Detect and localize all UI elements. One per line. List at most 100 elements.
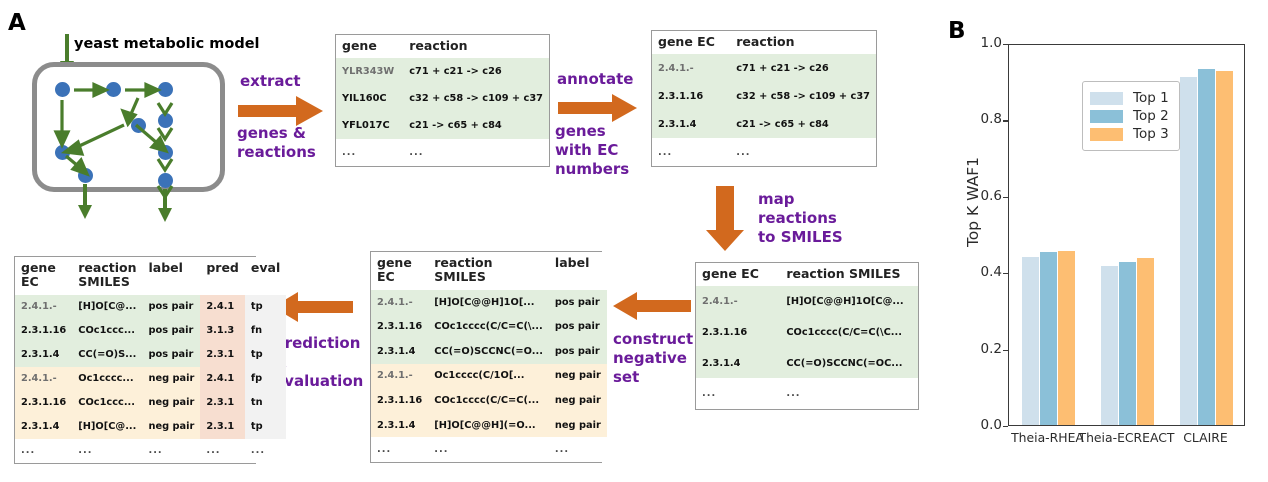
table-row: 2.4.1.- c71 + c21 -> c26 bbox=[652, 54, 876, 83]
legend-label: Top 2 bbox=[1133, 108, 1169, 124]
col-header-eval: eval bbox=[244, 257, 287, 295]
step-map-label: map reactions to SMILES bbox=[758, 190, 843, 248]
cell-label: neg pair bbox=[548, 363, 607, 389]
cell-eval: fn bbox=[244, 318, 287, 343]
step-map-3: to SMILES bbox=[758, 228, 843, 247]
cell-reaction: c71 + c21 -> c26 bbox=[403, 58, 549, 86]
step-prediction-2: & bbox=[274, 353, 363, 372]
table-row: 2.3.1.16 COc1cccc(C/C=C(\... pos pair bbox=[371, 314, 607, 339]
cell-reaction: c32 + c58 -> c109 + c37 bbox=[730, 82, 876, 111]
legend-label: Top 3 bbox=[1133, 126, 1169, 142]
cell-reaction: ... bbox=[730, 138, 876, 166]
step-annotate-below-3: numbers bbox=[555, 160, 630, 179]
table-row: 2.3.1.4 [H]O[C@@H](=O... neg pair bbox=[371, 412, 607, 438]
cell-label: neg pair bbox=[548, 412, 607, 438]
prediction-arrow bbox=[273, 292, 353, 322]
annotate-arrow bbox=[558, 94, 637, 122]
network-output-arrow-left bbox=[78, 184, 92, 219]
cell-pred: 2.4.1 bbox=[200, 294, 245, 319]
step-map-2: reactions bbox=[758, 209, 837, 228]
cell-eval: ... bbox=[244, 438, 287, 463]
table-ec-reaction: gene EC reaction 2.4.1.- c71 + c21 -> c2… bbox=[651, 30, 877, 167]
plot-area: Top 1 Top 2 Top 3 bbox=[1008, 44, 1245, 426]
cell-gene-ec: 2.3.1.4 bbox=[15, 414, 73, 439]
panel-b-letter: B bbox=[948, 18, 966, 44]
cell-pred: 2.3.1 bbox=[200, 390, 245, 415]
network-output-arrow-right bbox=[158, 189, 172, 222]
x-tick-label: Theia-ECREACT bbox=[1078, 430, 1175, 445]
cell-pred: 2.4.1 bbox=[200, 366, 245, 391]
cell-label: ... bbox=[548, 437, 607, 462]
step-annotate-below-2: with EC bbox=[555, 141, 619, 160]
step-extract-label-above: extract bbox=[240, 72, 301, 91]
cell-gene-ec: 2.4.1.- bbox=[15, 366, 73, 391]
step-construct-label: construct negative set bbox=[613, 330, 693, 388]
y-tick-mark bbox=[1003, 44, 1008, 46]
cell-reaction: ... bbox=[403, 139, 549, 166]
panel-a-letter: A bbox=[8, 10, 26, 36]
cell-reaction: c21 -> c65 + c84 bbox=[730, 110, 876, 139]
table-row: 2.4.1.- Oc1cccc(C/1O[... neg pair bbox=[371, 363, 607, 389]
table-row: 2.3.1.4 [H]O[C@... neg pair 2.3.1 tp bbox=[15, 414, 287, 439]
y-tick-mark bbox=[1003, 196, 1008, 199]
x-tick-label: CLAIRE bbox=[1183, 430, 1228, 445]
table-gene-reaction: gene reaction YLR343W c71 + c21 -> c26 Y… bbox=[335, 34, 550, 167]
step-extract-label-below: genes & reactions bbox=[237, 124, 316, 162]
cell-gene-ec: 2.4.1.- bbox=[696, 286, 781, 318]
cell-gene-ec: 2.3.1.16 bbox=[696, 317, 781, 348]
network-node bbox=[106, 82, 121, 97]
network-node bbox=[158, 113, 173, 128]
y-tick-label: 1.0 bbox=[980, 35, 1002, 51]
table-row: ... ... bbox=[336, 139, 549, 166]
y-tick-label: 0.4 bbox=[980, 264, 1002, 281]
col-header-gene: gene bbox=[336, 35, 404, 59]
cell-label: pos pair bbox=[548, 289, 607, 315]
table-row: ... ... bbox=[696, 378, 918, 409]
cell-gene-ec: 2.4.1.- bbox=[652, 54, 731, 83]
legend-item[interactable]: Top 1 bbox=[1090, 90, 1169, 106]
table-row: ... ... bbox=[652, 138, 876, 166]
cell-gene-ec: 2.3.1.16 bbox=[15, 390, 73, 415]
bar bbox=[1039, 252, 1058, 425]
col-header-gene-ec: gene EC bbox=[15, 257, 73, 295]
y-tick-label: 0.6 bbox=[980, 187, 1002, 204]
y-tick-label: 0.2 bbox=[980, 340, 1002, 357]
col-header-reaction-smiles: reaction SMILES bbox=[780, 263, 918, 287]
legend-item[interactable]: Top 2 bbox=[1090, 108, 1169, 124]
cell-smiles: COc1ccc... bbox=[72, 390, 143, 415]
legend-label: Top 1 bbox=[1133, 90, 1169, 106]
cell-gene-ec: ... bbox=[696, 378, 781, 409]
table-row: 2.3.1.16 c32 + c58 -> c109 + c37 bbox=[652, 82, 876, 111]
col-header-label: label bbox=[548, 252, 607, 290]
cell-gene-ec: 2.3.1.4 bbox=[696, 347, 781, 379]
col-header-reaction-smiles: reaction SMILES bbox=[72, 257, 143, 295]
cell-gene: ... bbox=[336, 139, 404, 166]
cell-gene-ec: ... bbox=[15, 438, 73, 463]
legend-swatch bbox=[1090, 109, 1123, 123]
cell-smiles: COc1ccc... bbox=[72, 318, 143, 343]
cell-gene-ec: 2.4.1.- bbox=[371, 289, 429, 315]
step-prediction-1: prediction bbox=[274, 334, 361, 352]
x-tick-label: Theia-RHEA bbox=[1011, 430, 1084, 445]
bar bbox=[1021, 256, 1040, 425]
cell-smiles: Oc1cccc... bbox=[72, 366, 143, 391]
y-tick-mark bbox=[1003, 120, 1008, 122]
cell-gene-ec: ... bbox=[652, 138, 731, 166]
cell-gene-ec: 2.4.1.- bbox=[371, 363, 429, 389]
cell-label: pos pair bbox=[548, 314, 607, 339]
step-annotate-label-below: genes with EC numbers bbox=[555, 122, 629, 180]
step-construct-1: construct bbox=[613, 330, 694, 348]
cell-gene-ec: 2.3.1.4 bbox=[15, 342, 73, 367]
extract-arrow bbox=[238, 96, 323, 126]
cell-gene-ec: ... bbox=[371, 437, 429, 462]
bar bbox=[1197, 68, 1216, 425]
step-prediction-3: evaluation bbox=[274, 372, 364, 391]
cell-eval: tp bbox=[244, 414, 287, 439]
col-header-gene-ec: gene EC bbox=[652, 31, 731, 55]
legend-item[interactable]: Top 3 bbox=[1090, 126, 1169, 142]
bar bbox=[1057, 250, 1076, 425]
step-extract-below-1: genes & bbox=[237, 124, 306, 142]
cell-smiles: [H]O[C@... bbox=[72, 294, 143, 319]
cell-smiles: CC(=O)SCCNC(=O... bbox=[428, 338, 549, 364]
